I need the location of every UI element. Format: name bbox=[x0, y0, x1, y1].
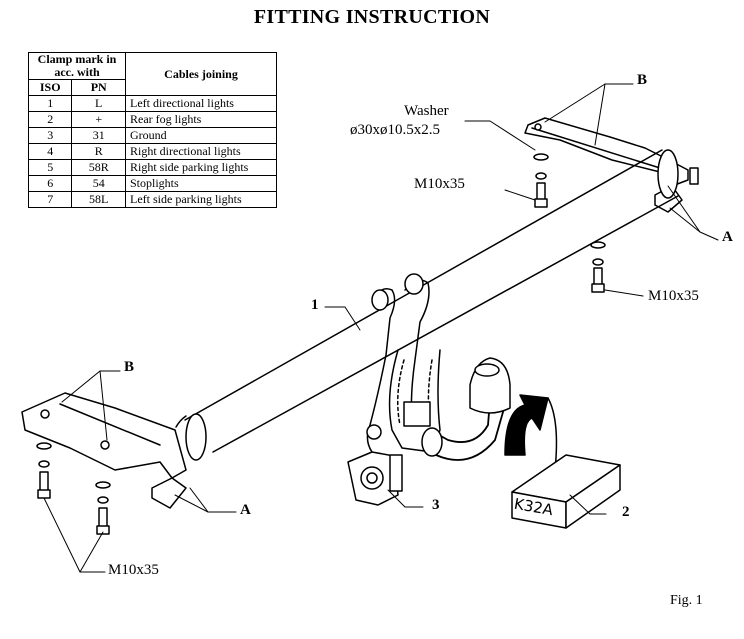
desc-cell: Left side parking lights bbox=[125, 191, 277, 208]
washer-size-label: ø30xø10.5x2.5 bbox=[350, 122, 440, 138]
part-3-label: 3 bbox=[432, 497, 440, 513]
tow-ball bbox=[421, 357, 511, 461]
mark-b-top: B bbox=[637, 72, 648, 88]
pn-cell: 58R bbox=[71, 159, 126, 176]
left-mounting-bracket bbox=[21, 392, 187, 509]
page-title: FITTING INSTRUCTION bbox=[253, 6, 491, 28]
part-2-label: 2 bbox=[622, 504, 630, 520]
left-bolt-stack-1 bbox=[36, 442, 52, 499]
bolt-label-bottom: M10x35 bbox=[108, 562, 159, 578]
desc-cell: Right side parking lights bbox=[125, 159, 277, 176]
table-row: 2+Rear fog lights bbox=[27, 111, 277, 128]
left-bolt-stack-2 bbox=[95, 481, 111, 535]
mark-a-right: A bbox=[722, 229, 733, 245]
part-1-label: 1 bbox=[311, 297, 319, 313]
figure-caption: Fig. 1 bbox=[670, 593, 703, 608]
iso-cell: 7 bbox=[27, 191, 73, 208]
header-pn: PN bbox=[71, 79, 126, 96]
right-bolt-stack bbox=[590, 241, 606, 293]
install-arrow bbox=[504, 394, 549, 456]
part-box bbox=[511, 454, 621, 529]
washer-label: Washer bbox=[404, 103, 449, 119]
mark-a-bottom: A bbox=[240, 502, 251, 518]
desc-cell: Right directional lights bbox=[125, 143, 277, 160]
ball-hanger bbox=[366, 273, 441, 453]
table-subheader-row: ISO PN bbox=[27, 79, 277, 96]
mark-b-left: B bbox=[124, 359, 135, 375]
socket-plate bbox=[347, 451, 403, 506]
cable-table: Clamp mark in acc. with Cables joining I… bbox=[27, 52, 277, 208]
bolt-label-right: M10x35 bbox=[648, 288, 699, 304]
top-bolt-stack bbox=[533, 153, 549, 208]
iso-cell: 4 bbox=[27, 143, 73, 160]
header-clamp-mark: Clamp mark in acc. with bbox=[28, 52, 126, 80]
leader-lines bbox=[43, 83, 719, 573]
bolt-label-top: M10x35 bbox=[414, 176, 465, 192]
